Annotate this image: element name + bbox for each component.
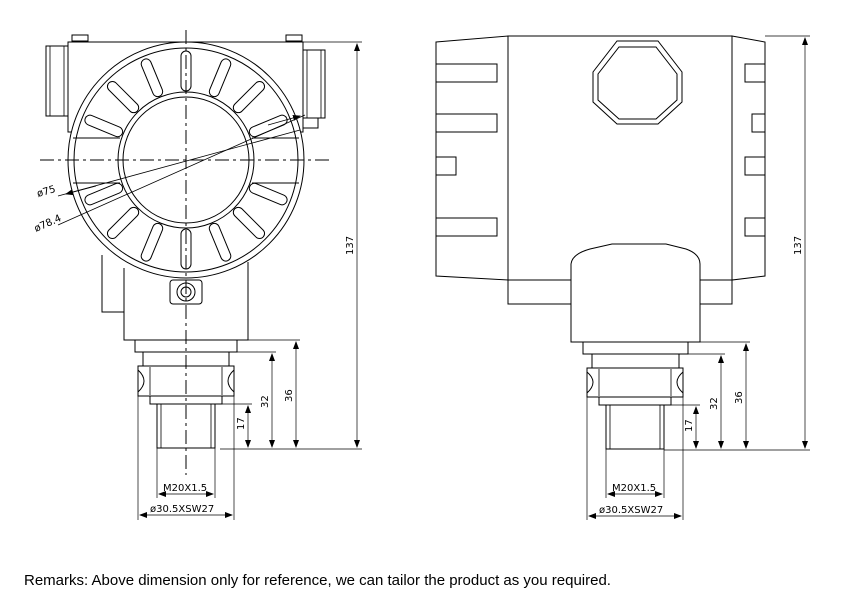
slot-inner <box>209 223 231 261</box>
slot-inner <box>107 207 139 239</box>
label-17-right: 17 <box>684 419 695 432</box>
slot-inner <box>141 59 163 97</box>
side-view <box>435 35 766 450</box>
slot-inner <box>233 81 265 113</box>
slot-inner <box>141 223 163 261</box>
label-hex-left: ø30.5XSW27 <box>150 504 214 515</box>
slot-inner <box>85 183 123 205</box>
side-dimensions <box>586 35 810 520</box>
front-view <box>40 30 332 475</box>
label-thread-right: M20X1.5 <box>612 483 656 494</box>
label-32-left: 32 <box>260 395 271 408</box>
label-36-right: 36 <box>734 391 745 404</box>
label-137-left: 137 <box>345 236 356 255</box>
label-hex-right: ø30.5XSW27 <box>599 505 663 516</box>
remarks-text: Remarks: Above dimension only for refere… <box>24 572 611 589</box>
slot-inner <box>249 183 287 205</box>
label-dia-inner: ø75 <box>36 184 57 200</box>
slot-inner <box>107 81 139 113</box>
label-thread-left: M20X1.5 <box>163 483 207 494</box>
slot-inner <box>85 115 123 137</box>
label-137-right: 137 <box>793 236 804 255</box>
label-32-right: 32 <box>709 397 720 410</box>
label-dia-outer: ø78.4 <box>33 213 63 235</box>
label-36-left: 36 <box>284 389 295 402</box>
front-dimensions <box>137 41 362 520</box>
label-17-left: 17 <box>236 417 247 430</box>
slot-inner <box>233 207 265 239</box>
slot-inner <box>209 59 231 97</box>
